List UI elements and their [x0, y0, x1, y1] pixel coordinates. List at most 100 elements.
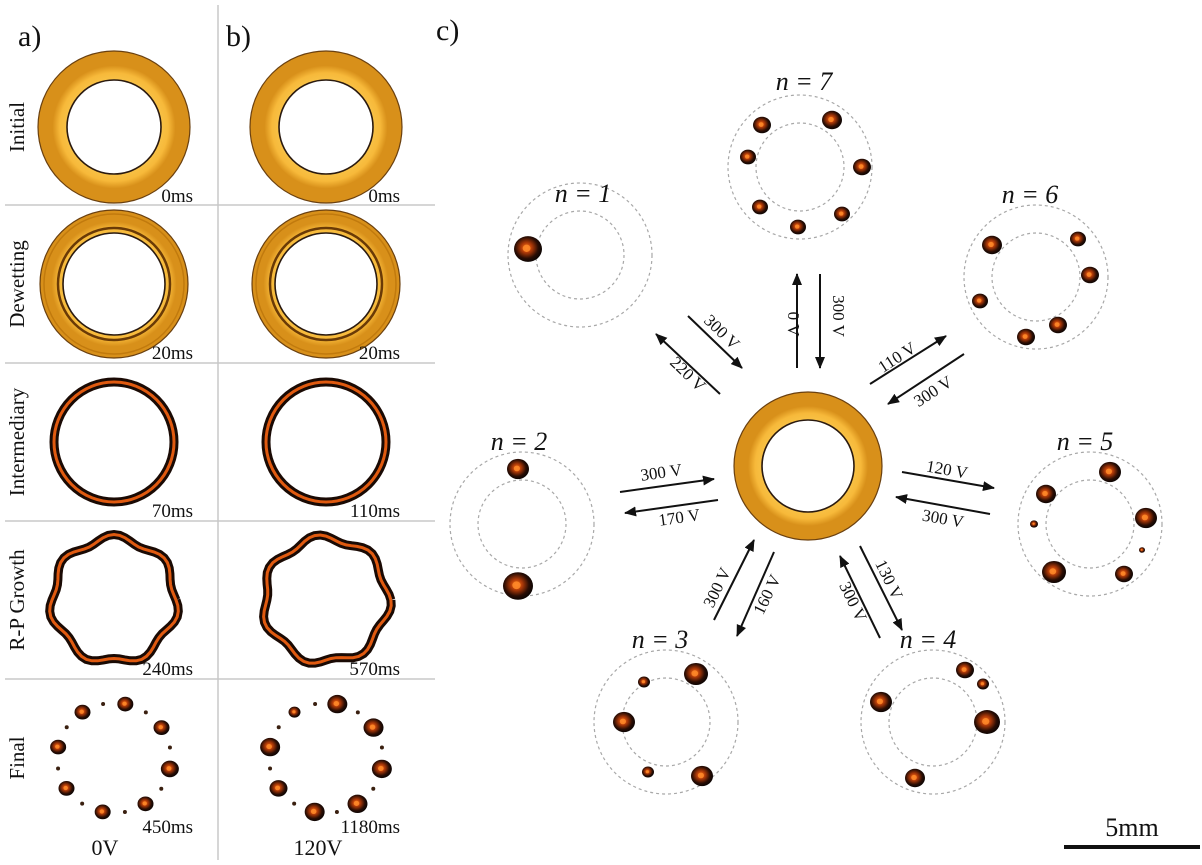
- mode-6: n = 6: [963, 180, 1109, 350]
- droplet: [1135, 507, 1157, 529]
- droplet: [982, 235, 1002, 255]
- droplet: [304, 802, 325, 822]
- arrow-to-center: [895, 494, 991, 515]
- droplet: [753, 116, 771, 134]
- droplet: [972, 293, 988, 309]
- arrow-to-center: [887, 353, 965, 405]
- time-label: 20ms: [152, 343, 193, 364]
- droplet: [260, 737, 281, 757]
- droplet: [1017, 328, 1035, 346]
- droplet: [752, 199, 768, 215]
- droplet: [137, 796, 154, 812]
- arrow-to-center: [687, 315, 743, 369]
- droplet: [347, 794, 368, 814]
- mode-1: n = 1: [507, 179, 653, 328]
- ring-initial: [37, 50, 191, 204]
- droplet: [822, 110, 842, 130]
- droplet: [613, 711, 635, 733]
- droplet: [974, 710, 1000, 734]
- droplet: [691, 765, 713, 787]
- droplet: [638, 676, 650, 688]
- row-label: Final: [5, 736, 29, 779]
- voltage-to-center: 300 V: [835, 579, 871, 625]
- droplet: [153, 720, 170, 735]
- mode-label: n = 1: [555, 179, 612, 208]
- droplet: [94, 804, 111, 820]
- droplet: [160, 760, 179, 778]
- center-ring: [733, 391, 883, 541]
- mode-7: n = 7: [727, 67, 873, 240]
- mode-4: n = 4: [860, 625, 1006, 795]
- time-label: 0ms: [161, 186, 193, 207]
- droplet: [58, 781, 75, 796]
- voltage-to-mode: 120 V: [925, 457, 970, 483]
- droplet: [834, 206, 850, 222]
- arrow-to-center: [713, 539, 755, 621]
- panel-label-b: b): [226, 20, 251, 53]
- scale-bar-label: 5mm: [1105, 813, 1158, 842]
- arrow-to-mode: [869, 335, 947, 385]
- time-label: 110ms: [350, 501, 400, 522]
- time-label: 240ms: [142, 659, 193, 680]
- mode-3: n = 3: [593, 625, 739, 795]
- droplet: [117, 696, 134, 712]
- droplet: [905, 768, 925, 788]
- droplet: [977, 678, 989, 690]
- arrow-to-center: [839, 555, 881, 639]
- droplet: [269, 780, 288, 797]
- droplet: [288, 706, 301, 718]
- voltage-label-b: 120V: [294, 835, 343, 860]
- voltage-to-center: 300 V: [910, 372, 956, 411]
- time-label: 20ms: [359, 343, 400, 364]
- voltage-to-center: 300 V: [639, 460, 684, 485]
- panel-label-a: a): [18, 20, 41, 53]
- ring-dewetting: [251, 209, 401, 359]
- droplet: [870, 691, 892, 713]
- droplet: [790, 219, 806, 235]
- droplet: [1030, 520, 1038, 528]
- mode-2: n = 2: [449, 427, 595, 600]
- droplet: [684, 662, 708, 686]
- row-label: R-P Growth: [5, 549, 29, 651]
- droplet: [1070, 231, 1086, 247]
- arrow-to-mode: [736, 551, 775, 637]
- ring-rp-growth: [45, 529, 183, 666]
- voltage-to-mode: 0 V: [784, 312, 803, 337]
- mode-label: n = 7: [776, 67, 834, 96]
- voltage-to-center: 300 V: [700, 311, 744, 354]
- time-label: 570ms: [349, 659, 400, 680]
- voltage-to-mode: 110 V: [875, 338, 920, 377]
- arrow-to-center: [619, 475, 715, 493]
- droplet: [853, 158, 871, 176]
- row-dividers: [5, 204, 435, 680]
- ring-rp-growth: [259, 530, 396, 668]
- droplet: [503, 572, 533, 600]
- droplet: [740, 149, 756, 165]
- ring-initial: [249, 50, 403, 204]
- row-label: Initial: [5, 102, 29, 152]
- mode-label: n = 2: [491, 427, 548, 456]
- droplet: [507, 458, 529, 480]
- final-droplets: [260, 694, 392, 822]
- droplet: [1081, 266, 1099, 284]
- mode-label: n = 4: [900, 625, 957, 654]
- droplet: [514, 236, 542, 262]
- time-label: 70ms: [152, 501, 193, 522]
- final-droplets: [50, 696, 179, 820]
- row-label: Intermediary: [5, 387, 29, 496]
- time-label: 0ms: [368, 186, 400, 207]
- droplet: [74, 704, 91, 720]
- arrow-to-mode: [624, 499, 719, 517]
- droplet: [1139, 547, 1145, 553]
- ring-dewetting: [39, 209, 189, 359]
- droplet: [50, 739, 67, 755]
- ring-intermediary: [261, 377, 391, 507]
- droplet: [642, 766, 654, 778]
- mode-label: n = 6: [1002, 180, 1059, 209]
- time-label: 450ms: [142, 817, 193, 838]
- arrow-to-mode: [901, 471, 995, 492]
- voltage-to-center: 300 V: [921, 506, 966, 532]
- droplet: [1049, 316, 1067, 334]
